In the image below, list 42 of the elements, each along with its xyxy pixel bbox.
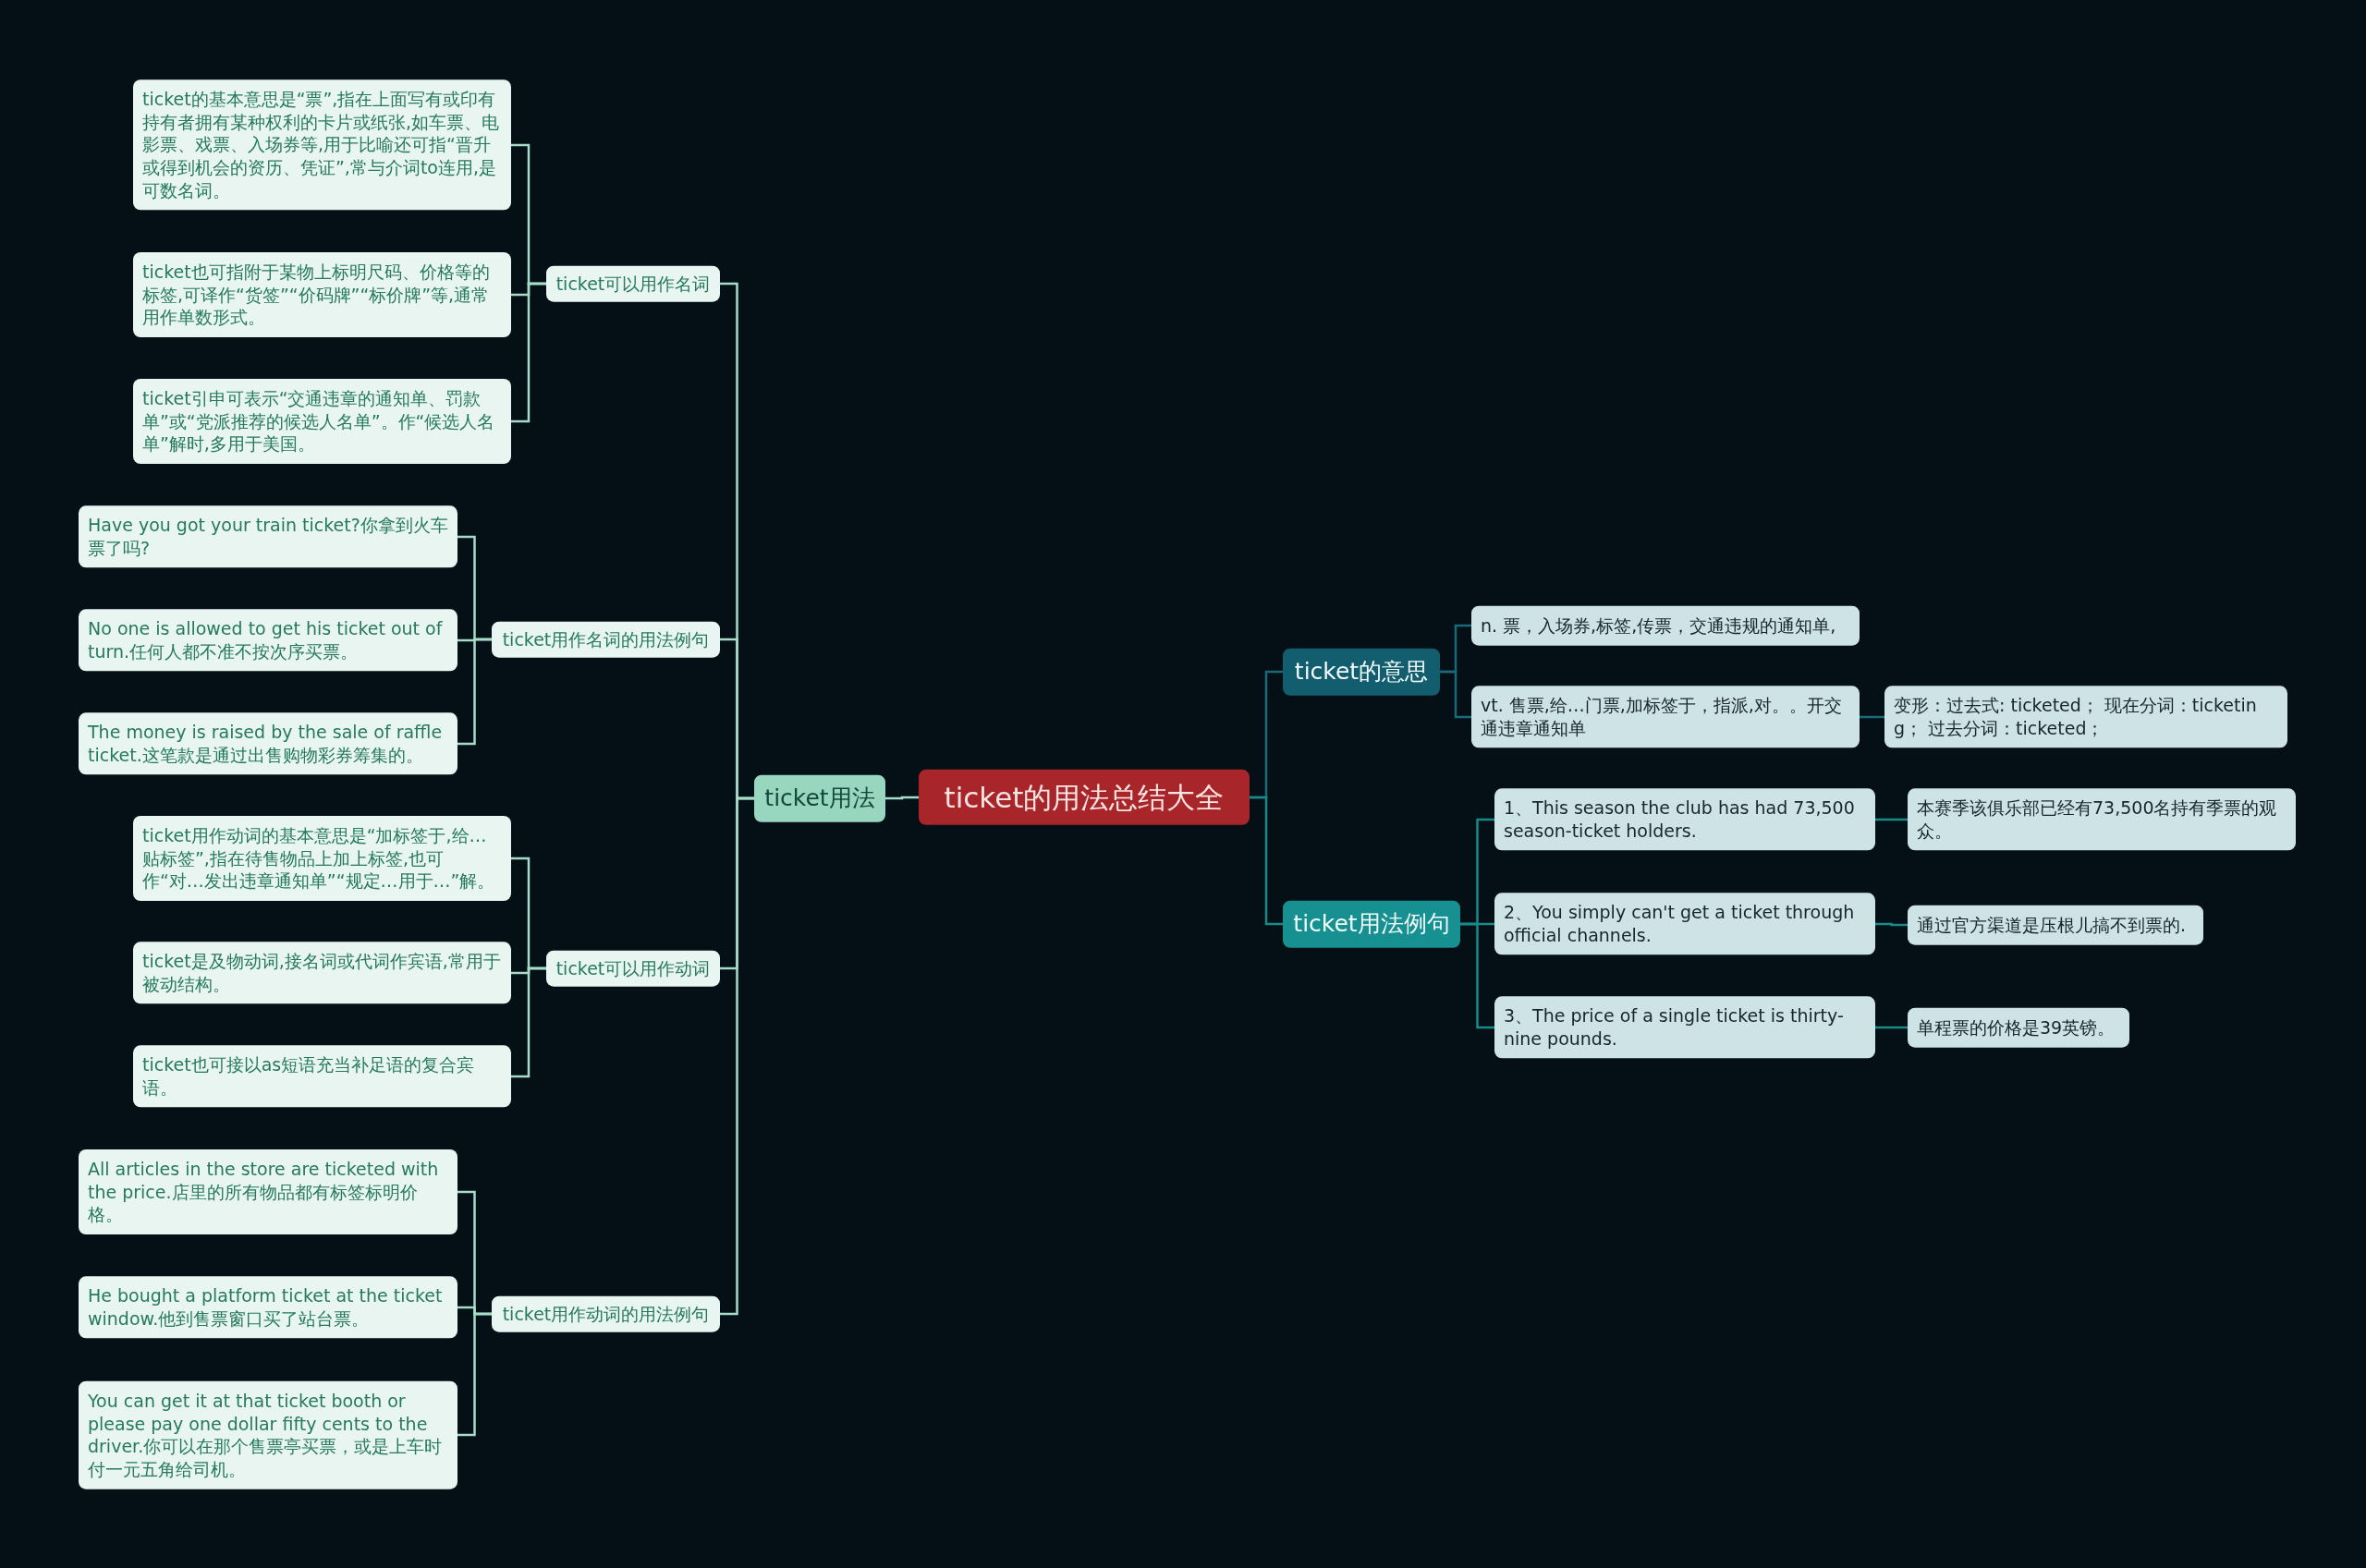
connector-line: [457, 638, 492, 746]
note-card: ticket引申可表示“交通违章的通知单、罚款单”或“党派推荐的候选人名单”。作“候选人名单”解时,多用于美国。: [133, 378, 511, 465]
connector-line: [1440, 670, 1471, 719]
central-topic: ticket的用法总结大全: [919, 769, 1250, 826]
subtopic-box: ticket可以用作动词: [546, 950, 720, 987]
note-card: ticket也可接以as短语充当补足语的复合宾语。: [133, 1045, 511, 1108]
branch-topic: ticket用法: [754, 774, 885, 822]
connector-line: [1875, 818, 1908, 821]
note-card: 1、This season the club has had 73,500 season-ticket holders.: [1494, 788, 1875, 851]
note-card: vt. 售票,给…门票,加标签于，指派,对。。开交通违章通知单: [1471, 686, 1860, 748]
subtopic-box: ticket用作名词的用法例句: [492, 621, 720, 658]
note-card: All articles in the store are ticketed with the price.店里的所有物品都有标签标明价格。: [79, 1149, 457, 1235]
note-card: 2、You simply can't get a ticket through official channels.: [1494, 893, 1875, 955]
connector-line: [511, 282, 546, 423]
note-card: 通过官方渠道是压根儿搞不到票的.: [1908, 905, 2203, 945]
note-card: The money is raised by the sale of raffle ticket.这笔款是通过出售购物彩券筹集的。: [79, 712, 457, 775]
branch-topic: ticket用法例句: [1283, 900, 1460, 948]
connector-line: [1875, 922, 1908, 927]
branch-topic: ticket的意思: [1283, 648, 1440, 696]
note-card: No one is allowed to get his ticket out of turn.任何人都不准不按次序买票。: [79, 609, 457, 672]
note-card: You can get it at that ticket booth or please pay one dollar fifty cents to the driver.你可以在那个售票亭买票，或是上车时付一元五角给司机。: [79, 1380, 457, 1489]
note-card: He bought a platform ticket at the ticket window.他到售票窗口买了站台票。: [79, 1276, 457, 1339]
note-card: n. 票，入场券,标签,传票，交通违规的通知单,: [1471, 605, 1860, 646]
note-card: Have you got your train ticket?你拿到火车票了吗?: [79, 505, 457, 568]
subtopic-box: ticket可以用作名词: [546, 265, 720, 302]
note-card: ticket也可指附于某物上标明尺码、价格等的标签,可译作“货签”“价码牌”“标价牌”等,通常用作单数形式。: [133, 251, 511, 338]
note-card: 变形：过去式: ticketed； 现在分词：ticketing； 过去分词：ticketed；: [1884, 686, 2287, 748]
connector-line: [1875, 1026, 1908, 1029]
connector-line: [1250, 796, 1283, 926]
connector-line: [885, 796, 919, 800]
connector-line: [457, 1312, 492, 1437]
note-card: 单程票的价格是39英镑。: [1908, 1007, 2129, 1048]
connector-line: [511, 966, 546, 1078]
note-card: ticket的基本意思是“票”,指在上面写有或印有持有者拥有某种权利的卡片或纸张,如车票、电影票、戏票、入场券等,用于比喻还可指“晋升或得到机会的资历、凭证”,常与介词to连用,是可数名词。: [133, 79, 511, 211]
note-card: 3、The price of a single ticket is thirty-nine pounds.: [1494, 996, 1875, 1059]
note-card: ticket是及物动词,接名词或代词作宾语,常用于被动结构。: [133, 942, 511, 1004]
connector-line: [1860, 715, 1884, 719]
connector-line: [1460, 922, 1494, 1029]
note-card: ticket用作动词的基本意思是“加标签于,给…贴标签”,指在待售物品上加上标签,也可作“对…发出违章通知单”“规定…用于…”解。: [133, 815, 511, 902]
subtopic-box: ticket用作动词的用法例句: [492, 1295, 720, 1332]
note-card: 本赛季该俱乐部已经有73,500名持有季票的观众。: [1908, 788, 2296, 851]
connector-line: [720, 796, 754, 1316]
